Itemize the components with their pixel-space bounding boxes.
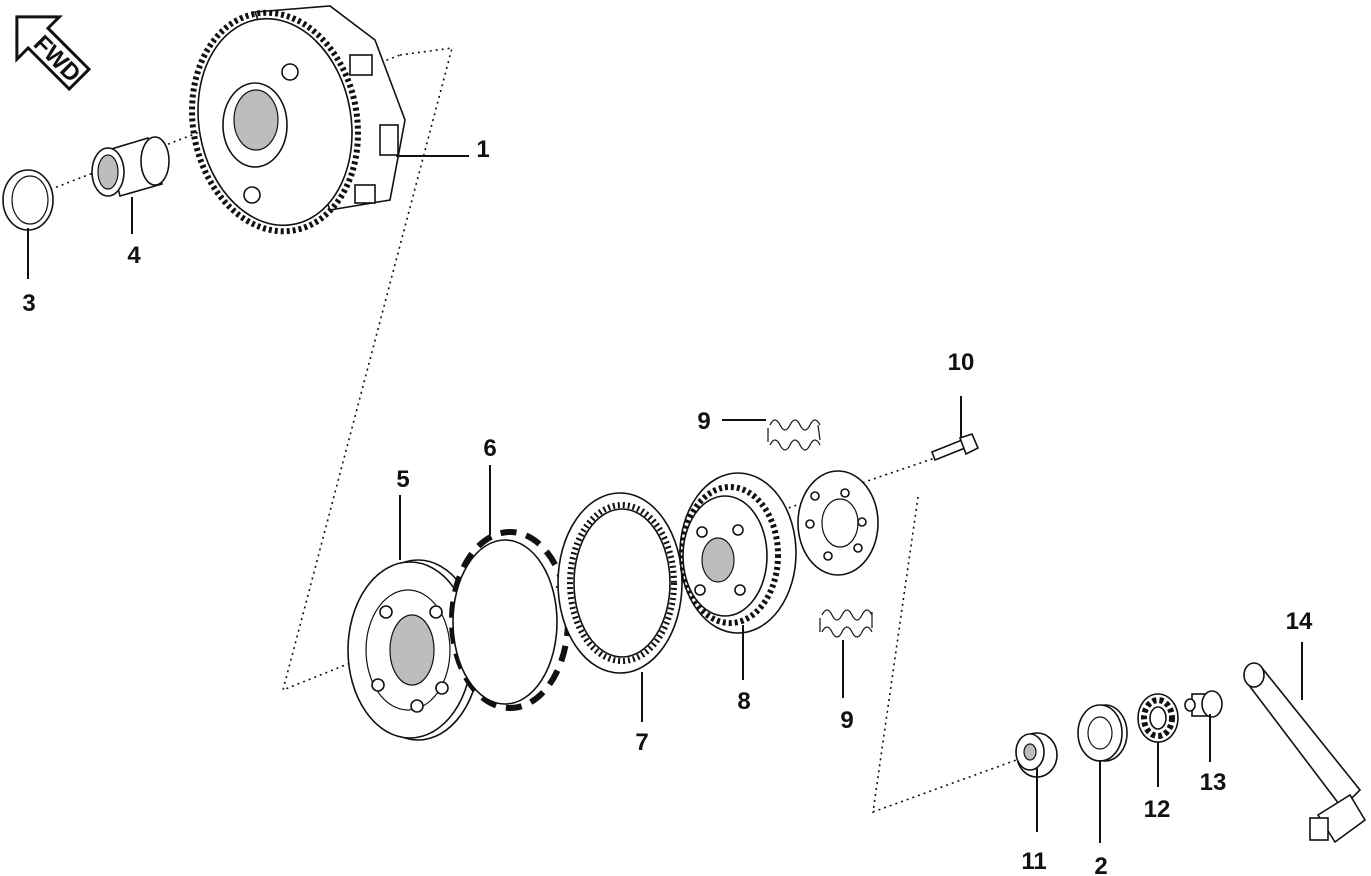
callout-11: 11 bbox=[1021, 848, 1046, 875]
callout-5: 5 bbox=[396, 466, 409, 493]
callout-4: 4 bbox=[127, 242, 141, 269]
clutch-spring-lower bbox=[819, 609, 873, 638]
release-shaft bbox=[1243, 662, 1367, 844]
callout-9b: 9 bbox=[840, 707, 853, 734]
pressure-plate bbox=[679, 472, 797, 634]
callout-1: 1 bbox=[476, 136, 489, 163]
callout-10: 10 bbox=[948, 349, 975, 376]
bolt bbox=[930, 433, 980, 462]
callout-6: 6 bbox=[483, 435, 496, 462]
bearing-seat bbox=[1077, 704, 1128, 762]
clutch-housing-gear bbox=[189, 5, 406, 235]
callouts: 1 2 3 4 5 6 7 8 9 9 10 11 12 13 14 bbox=[22, 136, 1313, 876]
callout-3: 3 bbox=[22, 290, 35, 317]
leader-lines bbox=[27, 155, 1303, 843]
callout-13: 13 bbox=[1200, 769, 1227, 796]
nut bbox=[1015, 732, 1058, 778]
thrust-washer bbox=[2, 169, 54, 231]
clutch-hub bbox=[347, 559, 481, 741]
callout-8: 8 bbox=[737, 688, 750, 715]
spring-retainer-plate bbox=[797, 470, 879, 576]
callout-9a: 9 bbox=[697, 408, 710, 435]
steel-plate bbox=[557, 492, 683, 674]
callout-2: 2 bbox=[1094, 853, 1107, 876]
ball-bearing bbox=[1137, 693, 1179, 743]
forward-arrow-icon: FWD bbox=[15, 15, 92, 92]
callout-7: 7 bbox=[635, 729, 648, 756]
callout-14: 14 bbox=[1286, 608, 1313, 635]
friction-disc bbox=[449, 529, 571, 711]
callout-12: 12 bbox=[1144, 796, 1171, 823]
clutch-spring-upper bbox=[767, 419, 821, 451]
push-rod-piece bbox=[1184, 690, 1223, 718]
assembly-axes bbox=[27, 47, 1031, 814]
needle-bushing bbox=[91, 136, 170, 197]
